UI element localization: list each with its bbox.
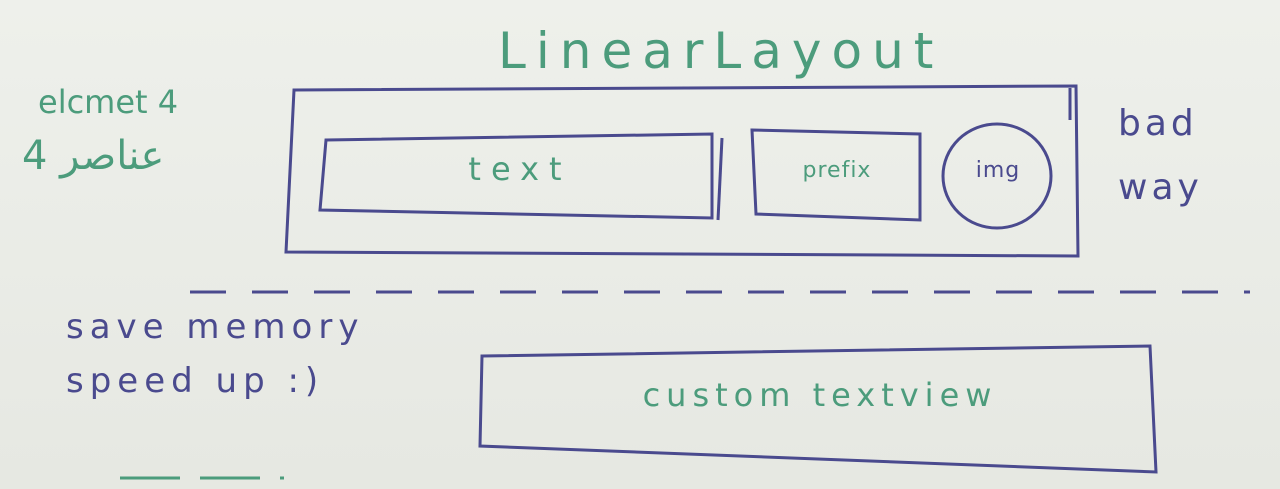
custom-textview-label: custom textview <box>642 376 998 414</box>
prefix-box <box>750 128 922 222</box>
save-memory-line1: save memory <box>66 307 365 347</box>
save-memory-line2: speed up :) <box>66 361 325 401</box>
img-circle <box>941 122 1053 230</box>
img-circle-label: img <box>975 158 1021 183</box>
bad-way-line2: way <box>1118 167 1203 208</box>
bad-way-note: bad way <box>1118 92 1203 220</box>
prefix-box-label: prefix <box>802 158 872 183</box>
save-memory-note: save memory speed up :) <box>66 300 364 408</box>
element-count-note-arabic: 4 عناصر <box>22 133 165 179</box>
custom-textview-box <box>478 344 1158 474</box>
text-box-label: text <box>468 150 572 188</box>
linearlayout-box <box>284 84 1080 258</box>
bad-way-line1: bad <box>1118 103 1198 144</box>
text-box-divider <box>716 137 724 221</box>
element-count-note: elcmet 4 <box>38 83 179 121</box>
text-box <box>318 132 714 220</box>
diagram-title: LinearLayout <box>498 22 944 80</box>
